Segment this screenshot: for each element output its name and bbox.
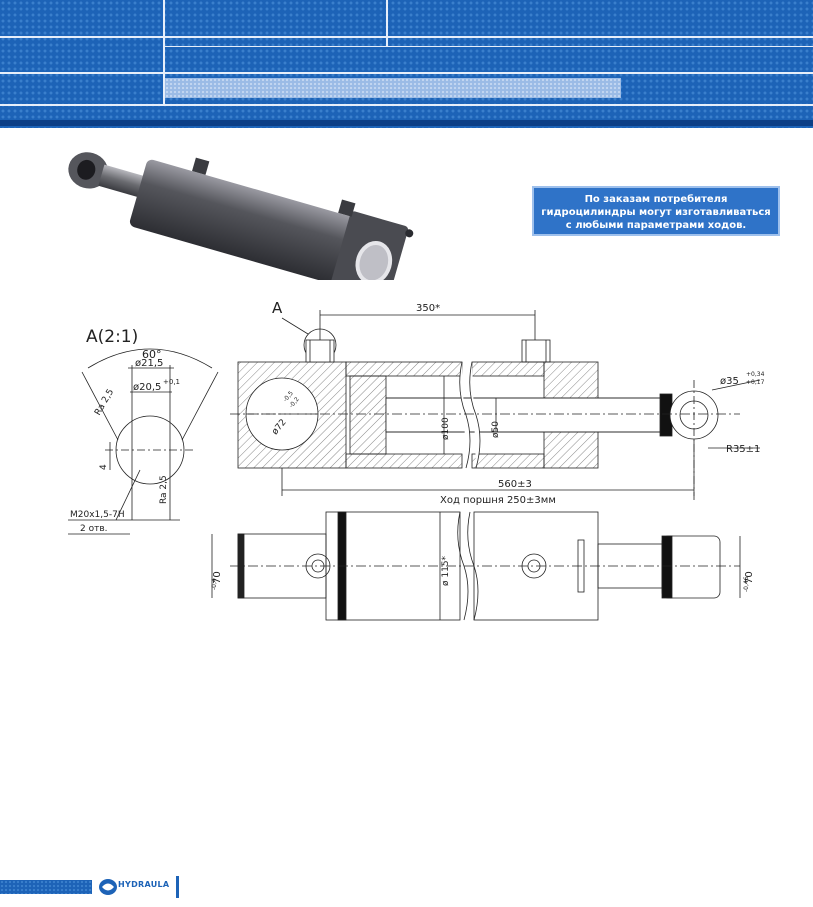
piston xyxy=(349,375,387,455)
radius-label: R35±1 xyxy=(726,444,760,455)
plan-width-right: 70 xyxy=(744,571,755,584)
detail-a-thread: М20х1,5-7Н xyxy=(70,510,125,520)
eye-tol-upper: +0,34 xyxy=(746,371,765,378)
header-rule-2 xyxy=(0,72,813,74)
cylinder-3d-render xyxy=(68,152,414,280)
stroke-label: Ход поршня 250±3мм xyxy=(440,495,556,506)
header-bottom-stripe xyxy=(0,120,813,126)
port-distance-label: 350* xyxy=(416,303,440,314)
header-divider-2 xyxy=(386,0,388,46)
notice-line-2: гидроцилиндры могут изготавливаться xyxy=(541,207,771,218)
section-callout-leader xyxy=(281,317,309,335)
detail-a-leader-diag xyxy=(115,469,141,521)
barrel-wall-top-right xyxy=(471,361,545,377)
notice-line-3: с любыми параметрами ходов. xyxy=(565,220,747,231)
detail-a-angle-arc xyxy=(87,348,213,369)
eye-dia-leader xyxy=(711,379,761,391)
detail-a-angle-line-right xyxy=(181,371,219,441)
barrel-wall-bottom-left xyxy=(345,453,463,469)
plan-outer-dia: ø 115* xyxy=(441,555,451,586)
header-rule-thin xyxy=(165,46,813,47)
detail-a-dia-outer: ø21,5 xyxy=(135,358,163,369)
barrel-wall-top-left xyxy=(345,361,463,377)
detail-a-angle: 60° xyxy=(142,348,162,361)
detail-a-angle-line-left xyxy=(81,371,119,441)
plan-width-right-tol: -0,46 xyxy=(743,576,750,592)
detail-a-roughness-2: Ra 2,5 xyxy=(159,475,169,504)
cyl-dia-label: ø100 xyxy=(441,417,451,440)
detail-a-dia-inner: ø20,5 xyxy=(133,382,161,393)
detail-a-title: А(2:1) xyxy=(86,327,138,347)
brand-logo-icon xyxy=(99,879,117,895)
header-highlight-bar xyxy=(165,78,621,98)
custom-stroke-notice: По заказам потребителя гидроцилиндры мог… xyxy=(532,186,780,236)
header-divider-1 xyxy=(163,0,165,104)
plan-width-left: 70 xyxy=(212,571,223,584)
header-rule-1 xyxy=(0,36,813,38)
detail-a-roughness-1: Ra 2,5 xyxy=(93,388,116,418)
piston-rod xyxy=(385,397,667,433)
detail-a-count: 2 отв. xyxy=(80,524,108,534)
brand-name: HYDRAULA xyxy=(118,880,170,889)
section-callout-letter: А xyxy=(272,299,283,317)
detail-a-tol: +0,1 xyxy=(163,378,180,386)
page-header xyxy=(0,0,813,128)
eye-dia-label: ø35 xyxy=(720,376,739,387)
footer-divider xyxy=(176,876,179,898)
eye-tol-lower: +0,17 xyxy=(746,379,765,386)
barrel-wall-bottom-right xyxy=(471,453,545,469)
technical-drawing: А(2:1) 60° ø21,5 ø20,5 +0,1 Ra 2,5 Ra 2,… xyxy=(68,299,765,621)
rod-dia-label: ø50 xyxy=(491,421,501,438)
footer-bar xyxy=(0,880,92,894)
length-label: 560±3 xyxy=(498,479,532,490)
header-rule-3 xyxy=(0,104,813,106)
notice-line-1: По заказам потребителя xyxy=(584,194,728,205)
plan-width-left-tol: -0,4 xyxy=(211,578,218,590)
detail-a-depth: 4 xyxy=(99,464,109,470)
